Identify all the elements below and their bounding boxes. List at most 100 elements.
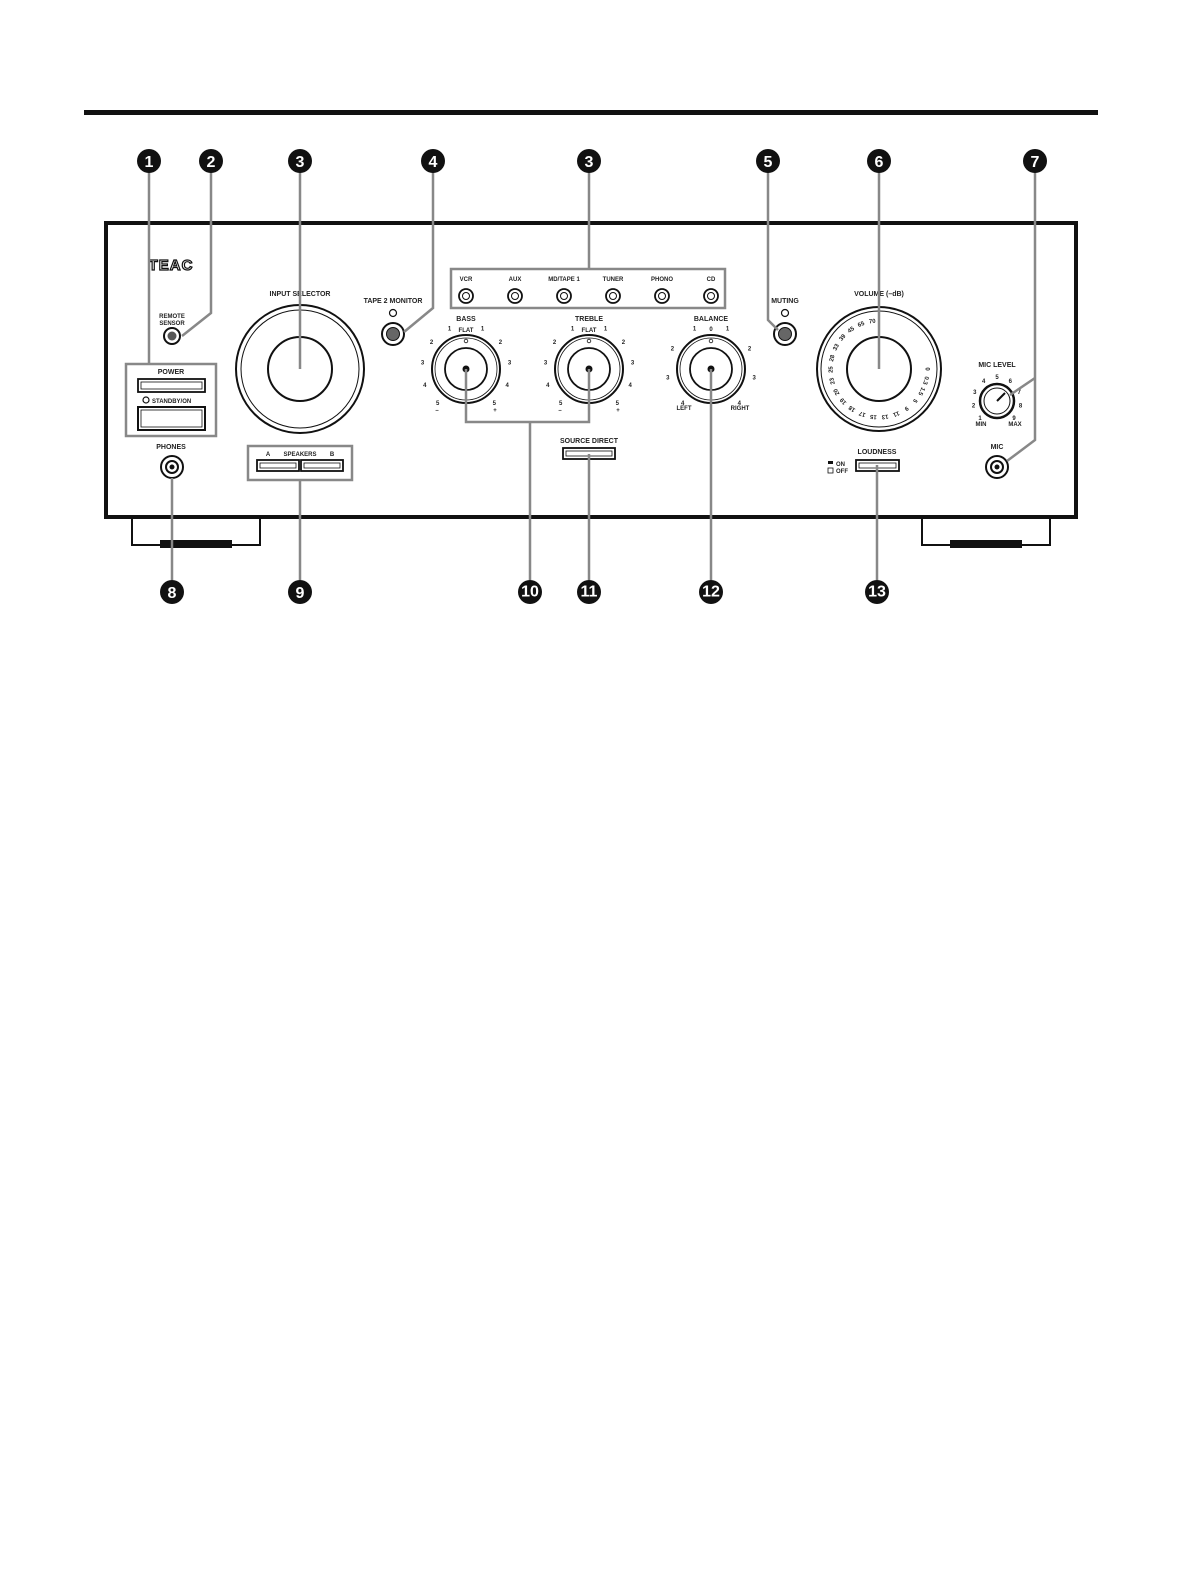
balance-scale-right-1: 1 <box>726 327 730 333</box>
standby-on-label: STANDBY/ON <box>152 399 191 405</box>
treble-scale-left-4: 4 <box>546 383 550 389</box>
volume-scale-13: 13 <box>881 413 889 420</box>
speakers-b-button[interactable] <box>300 459 344 472</box>
loudness-on-label: ON <box>836 462 845 468</box>
mic-scale-9: 9 <box>1012 416 1016 422</box>
power-switch[interactable] <box>137 378 206 393</box>
balance-scale-left-3: 3 <box>666 376 670 382</box>
bass-center-mark <box>463 338 469 344</box>
svg-text:11: 11 <box>581 584 598 601</box>
left-foot <box>131 516 261 548</box>
input-label-md-tape-1: MD/TAPE 1 <box>548 277 580 283</box>
mic-level-label: MIC LEVEL <box>978 362 1016 369</box>
leader-line-7a <box>1006 172 1037 462</box>
volume-scale-45: 45 <box>847 326 856 335</box>
balance-label: BALANCE <box>694 316 729 323</box>
input-button-md-tape-1[interactable] <box>556 288 572 304</box>
mic-scale-5: 5 <box>995 375 999 381</box>
treble-scale-right-3: 3 <box>631 361 635 367</box>
bass-minus-label: – <box>435 408 439 414</box>
input-button-vcr[interactable] <box>458 288 474 304</box>
treble-scale-right-1: 1 <box>604 327 608 333</box>
header-rule <box>84 110 1098 115</box>
balance-scale-left-4: 4 <box>681 401 685 407</box>
svg-text:12: 12 <box>702 584 720 601</box>
treble-center-mark <box>586 338 592 344</box>
muting-label: MUTING <box>771 298 799 305</box>
svg-text:9: 9 <box>296 585 305 602</box>
callout-top-5: 3 <box>577 149 601 173</box>
mic-scale-1: 1 <box>978 416 982 422</box>
muting-button[interactable] <box>773 322 797 346</box>
remote-sensor <box>163 327 181 345</box>
bass-flat-label: FLAT <box>459 328 474 334</box>
leader-line-7b <box>1009 376 1036 397</box>
treble-label: TREBLE <box>575 316 603 323</box>
svg-text:2: 2 <box>207 154 216 171</box>
tape2-monitor-button[interactable] <box>381 322 405 346</box>
speakers-b-label: B <box>330 452 335 458</box>
power-label: POWER <box>158 369 184 376</box>
callout-top-1: 1 <box>137 149 161 173</box>
input-label-tuner: TUNER <box>603 277 624 283</box>
input-button-aux[interactable] <box>507 288 523 304</box>
bass-scale-left-5: 5 <box>436 401 440 407</box>
muting-indicator <box>780 308 790 318</box>
svg-text:3: 3 <box>296 154 305 171</box>
right-foot <box>921 516 1051 548</box>
phones-label: PHONES <box>156 444 186 451</box>
callout-top-6: 5 <box>756 149 780 173</box>
loudness-off-label: OFF <box>836 469 848 475</box>
volume-scale-18: 18 <box>847 403 856 412</box>
volume-scale-0-3: 0.3 <box>921 375 929 385</box>
svg-text:4: 4 <box>429 154 438 171</box>
treble-scale-left-5: 5 <box>559 401 563 407</box>
input-button-tuner[interactable] <box>605 288 621 304</box>
input-button-phono[interactable] <box>654 288 670 304</box>
mic-scale-4: 4 <box>982 379 986 385</box>
callout-bottom-4: 11 <box>577 580 601 604</box>
mic-scale-3: 3 <box>973 390 977 396</box>
bass-scale-right-4: 4 <box>506 383 510 389</box>
volume-scale-65: 65 <box>857 321 866 329</box>
bass-scale-right-5: 5 <box>493 401 497 407</box>
balance-center-mark <box>708 338 714 344</box>
bass-scale-left-2: 2 <box>430 340 434 346</box>
volume-scale-11: 11 <box>891 409 900 417</box>
balance-scale-right-3: 3 <box>753 376 757 382</box>
brand-logo: TEAC <box>149 257 194 274</box>
loudness-switch-icon <box>827 461 834 474</box>
callout-top-7: 6 <box>867 149 891 173</box>
treble-flat-label: FLAT <box>582 328 597 334</box>
volume-scale-17: 17 <box>858 409 867 417</box>
volume-scale-20: 20 <box>833 387 842 396</box>
speakers-a-label: A <box>266 452 271 458</box>
leader-line-5 <box>766 172 779 331</box>
callout-leader-lines <box>147 172 1037 580</box>
treble-scale-right-4: 4 <box>629 383 633 389</box>
mic-label: MIC <box>991 444 1004 451</box>
speakers-a-button[interactable] <box>256 459 300 472</box>
speakers-label: SPEAKERS <box>283 452 316 458</box>
input-button-cd[interactable] <box>703 288 719 304</box>
callout-bottom-1: 8 <box>160 580 184 604</box>
standby-on-button[interactable] <box>137 406 206 431</box>
remote-sensor-label-2: SENSOR <box>159 321 185 327</box>
phones-jack[interactable] <box>160 455 184 479</box>
mic-jack[interactable] <box>985 455 1009 479</box>
balance-scale-center-0: 0 <box>709 327 713 333</box>
input-label-phono: PHONO <box>651 277 673 283</box>
volume-scale-39: 39 <box>839 333 848 342</box>
leader-line-10 <box>464 369 591 424</box>
callout-bottom-3: 10 <box>518 580 542 604</box>
svg-text:8: 8 <box>168 585 177 602</box>
power-group-outline <box>124 362 218 438</box>
mic-level-pointer <box>996 392 1006 402</box>
input-label-cd: CD <box>707 277 716 283</box>
mic-max-label: MAX <box>1008 422 1021 428</box>
balance-right-label: RIGHT <box>731 406 750 412</box>
mic-scale-8: 8 <box>1019 404 1023 410</box>
treble-scale-left-1: 1 <box>571 327 575 333</box>
